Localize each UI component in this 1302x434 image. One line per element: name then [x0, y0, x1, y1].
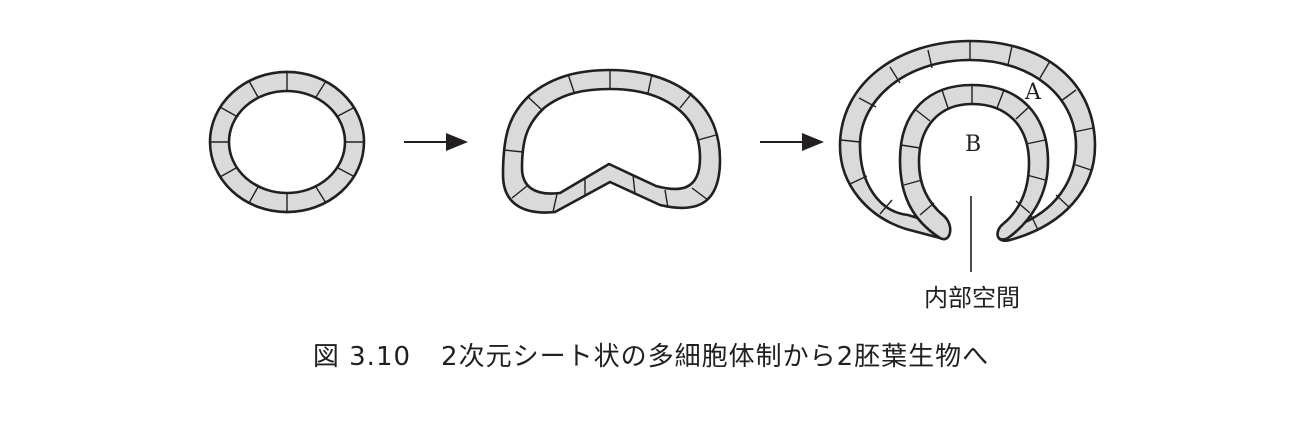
stage-3-gastrula: A B 内部空間: [838, 39, 1097, 312]
stage-2-indenting-sphere: [501, 68, 722, 214]
arrow-1: [404, 133, 468, 151]
inner-space-label: 内部空間: [924, 284, 1020, 312]
label-b: B: [965, 132, 981, 157]
figure-caption-text: 2次元シート状の多細胞体制から2胚葉生物へ: [441, 342, 990, 372]
arrow-2: [760, 133, 824, 151]
figure-caption: 図 3.10 2次元シート状の多細胞体制から2胚葉生物へ: [0, 336, 1302, 373]
stage-2-cell-walls: [503, 70, 717, 213]
inner-layer-cell-walls: [900, 85, 1046, 216]
stage-1-sphere: [208, 70, 366, 214]
inner-layer: [898, 83, 1050, 241]
outer-layer-cell-walls: [840, 41, 1094, 231]
stage-1-cell-walls: [210, 72, 364, 212]
outer-layer: [838, 39, 1097, 242]
label-a: A: [1024, 80, 1042, 105]
figure-number: 図 3.10: [312, 342, 412, 372]
